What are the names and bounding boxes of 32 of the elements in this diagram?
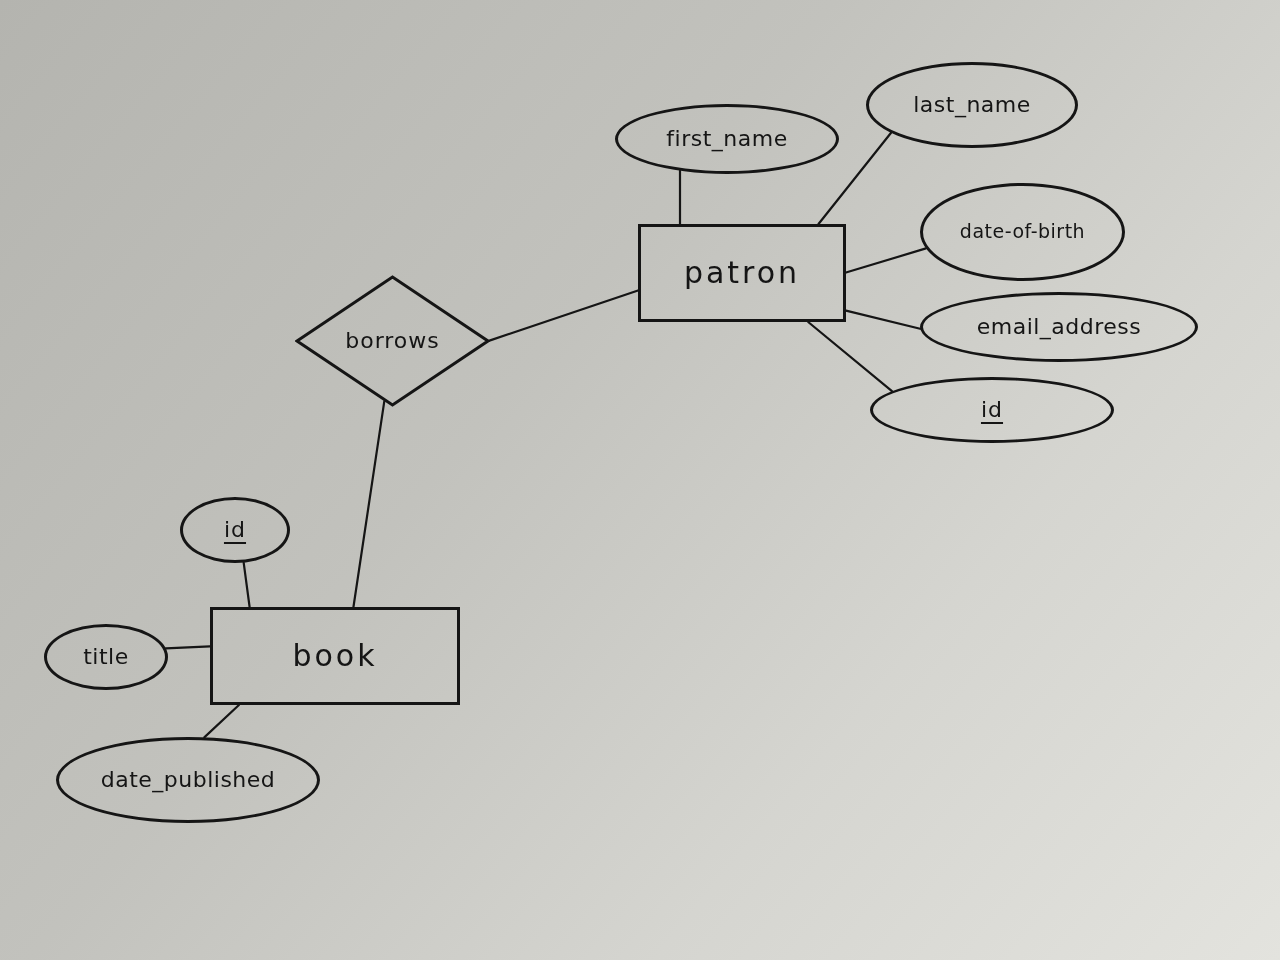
attribute-name: date_published [100, 767, 276, 793]
connector-line [352, 400, 386, 609]
attribute-ellipse [44, 624, 168, 690]
connector-line [488, 289, 640, 342]
attribute-ellipse [615, 104, 839, 174]
attribute-name: last_name [913, 92, 1031, 118]
connector-line [807, 320, 894, 393]
attribute-name: email_address [976, 314, 1142, 340]
relationship-name: borrows [345, 328, 440, 354]
attribute-ellipse [56, 737, 320, 823]
connector-line [844, 247, 928, 274]
attribute-name: title [83, 644, 129, 670]
relationship-diamond [295, 275, 490, 407]
connector-line [678, 169, 682, 226]
connector-line [164, 645, 212, 650]
connector-line [817, 131, 893, 226]
connector-line [242, 561, 251, 609]
key-attribute-ellipse [870, 377, 1114, 443]
attribute-ellipse [866, 62, 1078, 148]
entity-box [210, 607, 460, 705]
key-attribute-name: id [980, 397, 1004, 423]
entity-name: book [292, 638, 378, 674]
entity-name: patron [683, 255, 801, 291]
attribute-ellipse [920, 292, 1198, 362]
connector-line [844, 309, 922, 330]
attribute-ellipse [920, 183, 1125, 281]
attribute-name: first_name [666, 126, 788, 152]
attribute-name: date-of-birth [959, 221, 1086, 243]
connector-line [203, 703, 241, 739]
entity-box [638, 224, 846, 322]
key-attribute-ellipse [180, 497, 290, 563]
key-attribute-name: id [223, 517, 247, 543]
